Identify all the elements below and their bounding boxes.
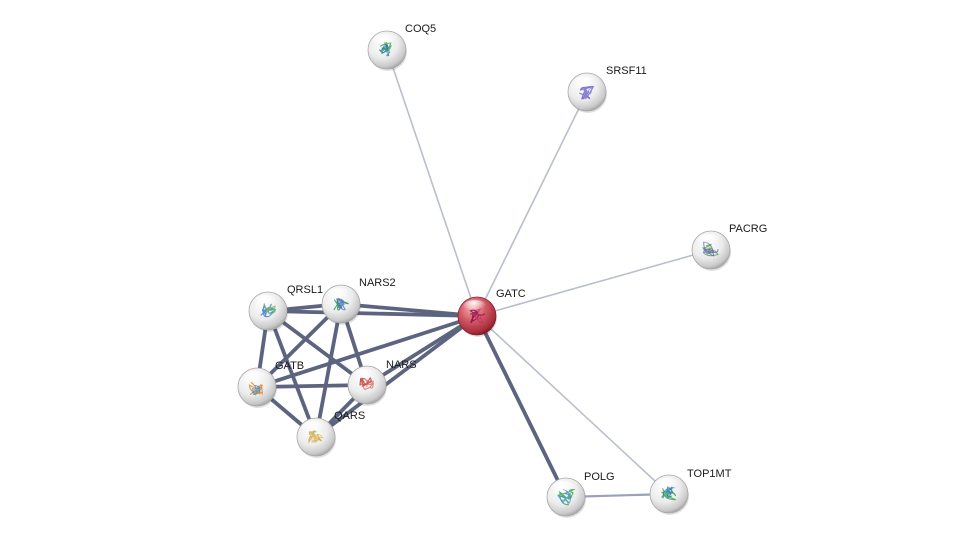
node-qrsl1[interactable]: QRSL1 bbox=[248, 284, 323, 332]
edge-nars2-gatb[interactable] bbox=[255, 302, 343, 389]
edge-gatc-coq5[interactable] bbox=[386, 49, 478, 317]
node-label-qars: QARS bbox=[334, 410, 365, 422]
node-label-gatb: GATB bbox=[275, 360, 304, 372]
node-label-pacrg: PACRG bbox=[729, 223, 767, 235]
node-label-nars2: NARS2 bbox=[359, 277, 396, 289]
node-top1mt[interactable]: TOP1MT bbox=[649, 468, 732, 515]
edge-gatc-qars[interactable] bbox=[314, 314, 479, 439]
node-nars[interactable]: NARS bbox=[347, 359, 417, 406]
node-gloss bbox=[353, 369, 377, 383]
node-label-gatc: GATC bbox=[496, 288, 526, 300]
edge-gatc-pacrg[interactable] bbox=[476, 249, 712, 317]
node-pacrg[interactable]: PACRG bbox=[691, 223, 767, 271]
node-label-nars: NARS bbox=[386, 359, 417, 371]
node-gloss bbox=[573, 76, 597, 90]
node-polg[interactable]: POLG bbox=[546, 471, 615, 518]
edge-gatc-top1mt[interactable] bbox=[476, 315, 670, 495]
edge-gatc-polg[interactable] bbox=[475, 314, 568, 499]
node-gloss bbox=[254, 295, 278, 309]
node-label-top1mt: TOP1MT bbox=[687, 468, 732, 480]
protein-structure-icon bbox=[249, 381, 263, 396]
node-qars[interactable]: QARS bbox=[296, 410, 365, 458]
node-gloss bbox=[463, 300, 487, 314]
node-srsf11[interactable]: SRSF11 bbox=[567, 65, 647, 113]
edge-gatc-qrsl1[interactable] bbox=[266, 309, 479, 318]
node-gloss bbox=[373, 34, 397, 48]
edge-gatc-srsf11[interactable] bbox=[476, 91, 588, 317]
node-gloss bbox=[697, 234, 721, 248]
edge-gatc-nars2[interactable] bbox=[339, 302, 479, 318]
edge-qrsl1-nars[interactable] bbox=[266, 309, 369, 387]
node-nars2[interactable]: NARS2 bbox=[321, 277, 396, 325]
edge-qrsl1-qars[interactable] bbox=[266, 309, 318, 439]
node-label-polg: POLG bbox=[584, 471, 615, 483]
node-label-coq5: COQ5 bbox=[405, 23, 436, 35]
node-gloss bbox=[327, 288, 351, 302]
node-gatc[interactable]: GATC bbox=[457, 288, 526, 337]
node-gatb[interactable]: GATB bbox=[237, 360, 304, 408]
node-gloss bbox=[552, 481, 576, 495]
node-gloss bbox=[243, 371, 267, 385]
node-coq5[interactable]: COQ5 bbox=[367, 23, 436, 71]
node-label-qrsl1: QRSL1 bbox=[287, 284, 323, 296]
node-gloss bbox=[655, 478, 679, 492]
node-gloss bbox=[302, 421, 326, 435]
node-label-srsf11: SRSF11 bbox=[606, 65, 647, 77]
edge-nars2-qars[interactable] bbox=[314, 302, 343, 439]
